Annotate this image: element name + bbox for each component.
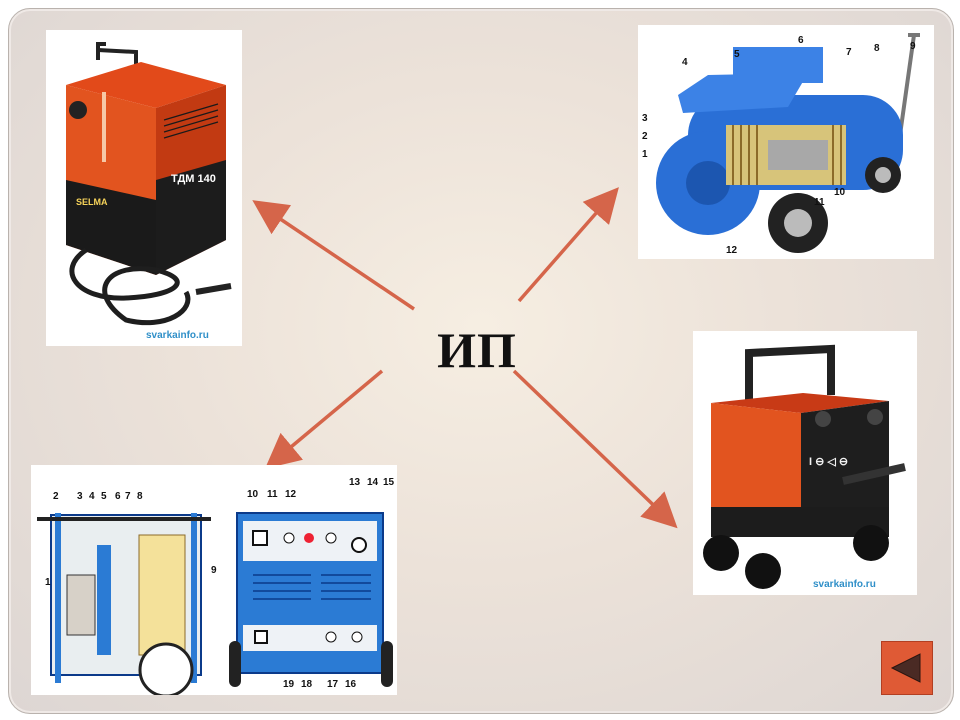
svg-text:1: 1 (45, 577, 51, 588)
svg-text:14: 14 (367, 477, 379, 488)
svg-text:6: 6 (798, 35, 804, 46)
image-welding-generator: 1 2 3 4 5 6 7 8 9 10 11 12 (638, 25, 934, 259)
svg-text:3: 3 (642, 113, 648, 124)
svg-text:5: 5 (101, 491, 107, 502)
svg-text:7: 7 (125, 491, 131, 502)
arrow-bottom-right (512, 369, 678, 529)
svg-text:6: 6 (115, 491, 121, 502)
schematic-left-callouts: 1 2 3 4 5 6 7 8 9 (45, 491, 217, 588)
svg-text:11: 11 (814, 197, 825, 208)
triangle-left-icon (890, 653, 921, 683)
svg-text:9: 9 (910, 41, 916, 52)
svg-text:17: 17 (327, 679, 339, 690)
svg-text:16: 16 (345, 679, 357, 690)
svg-text:7: 7 (846, 47, 852, 58)
svg-text:4: 4 (89, 491, 95, 502)
image-schematic: 1 2 3 4 5 6 7 8 9 10 11 12 13 14 15 16 1… (31, 465, 397, 695)
generator-callouts: 1 2 3 4 5 6 7 8 9 10 11 12 (642, 35, 916, 256)
svg-text:8: 8 (874, 43, 880, 54)
svg-text:15: 15 (383, 477, 395, 488)
slide: ИП ТДМ 140 SELMA (8, 8, 954, 714)
svg-text:12: 12 (285, 489, 297, 500)
svg-text:10: 10 (247, 489, 259, 500)
arrow-bottom-left (264, 369, 384, 469)
svg-text:4: 4 (682, 57, 688, 68)
image-tdm-transformer: ТДМ 140 SELMA svarkainfo.ru (46, 30, 242, 346)
image-welding-rectifier: I ⊖ ◁ ⊖ svarkainfo.ru (693, 331, 917, 595)
svg-text:2: 2 (642, 131, 648, 142)
schematic-right-callouts: 10 11 12 13 14 15 16 17 18 19 (247, 477, 395, 690)
svg-text:19: 19 (283, 679, 295, 690)
slide-title: ИП (437, 322, 517, 378)
tdm-brand-label: SELMA (76, 197, 108, 207)
svg-text:10: 10 (834, 187, 846, 198)
svg-text:5: 5 (734, 49, 740, 60)
rectifier-panel-label: I ⊖ ◁ ⊖ (809, 456, 848, 468)
svg-text:8: 8 (137, 491, 143, 502)
svg-text:9: 9 (211, 565, 217, 576)
svg-text:13: 13 (349, 477, 361, 488)
rectifier-watermark: svarkainfo.ru (813, 579, 876, 590)
tdm-watermark: svarkainfo.ru (146, 330, 209, 341)
arrow-top-left (252, 200, 415, 311)
svg-text:3: 3 (77, 491, 83, 502)
svg-text:1: 1 (642, 149, 648, 160)
svg-text:12: 12 (726, 245, 738, 256)
svg-text:18: 18 (301, 679, 313, 690)
svg-text:11: 11 (267, 489, 278, 500)
svg-text:2: 2 (53, 491, 59, 502)
arrow-top-right (517, 187, 619, 303)
arrows (252, 187, 678, 529)
tdm-model-label: ТДМ 140 (171, 173, 216, 185)
back-button[interactable] (881, 641, 933, 695)
